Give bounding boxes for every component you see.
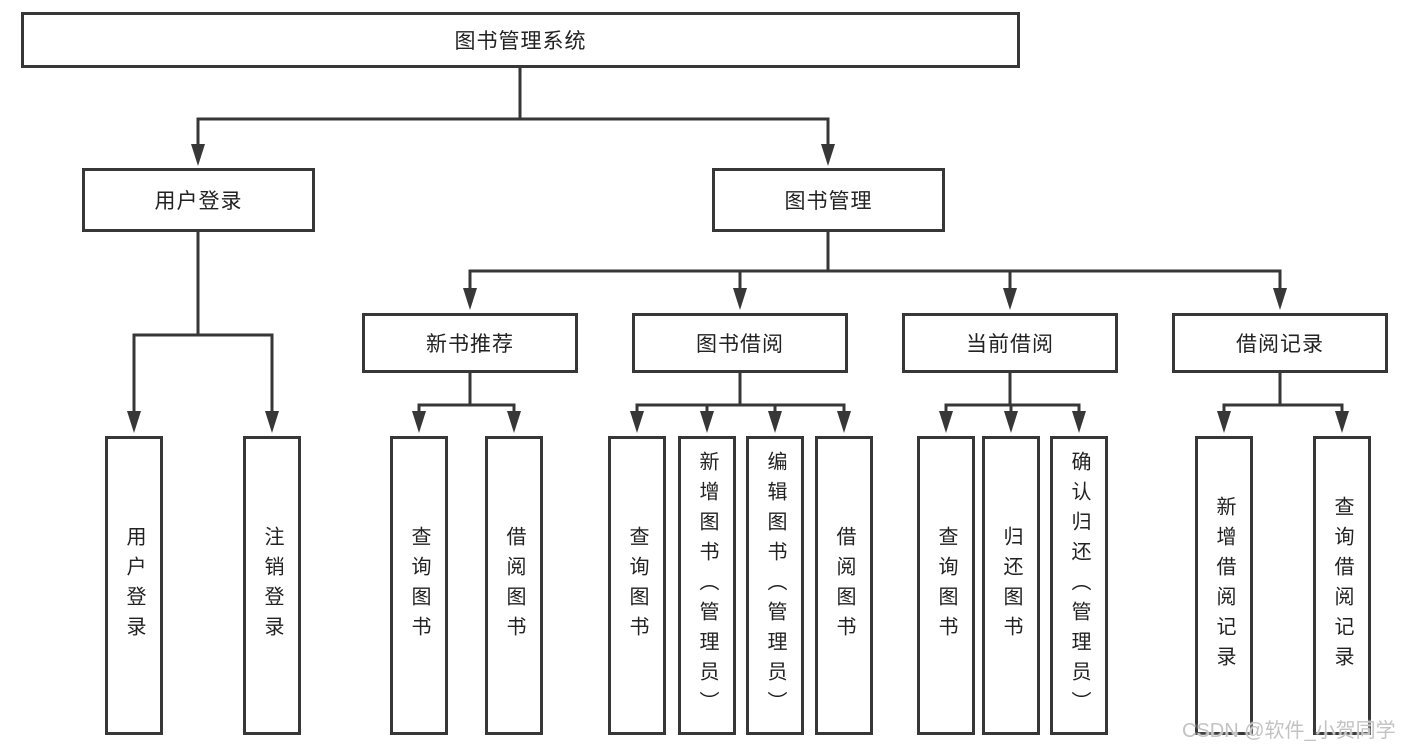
leaf-borrow-book-2-label: 借阅图书 [833, 525, 855, 646]
node-new-book-recommend: 新书推荐 [362, 313, 578, 373]
node-user-login-label: 用户登录 [154, 190, 243, 213]
csdn-watermark: CSDN @软件_小贺同学 [1182, 720, 1396, 742]
leaf-query-book-1: 查询图书 [390, 436, 448, 735]
node-user-login: 用户登录 [82, 168, 315, 232]
node-borrow-record-label: 借阅记录 [1236, 333, 1324, 356]
leaf-logout-label: 注销登录 [261, 525, 283, 646]
arrowheads [127, 144, 1349, 433]
leaf-logout: 注销登录 [243, 436, 301, 735]
leaf-return-book-label: 归还图书 [1000, 525, 1022, 646]
node-book-management-label: 图书管理 [784, 190, 873, 213]
leaf-return-book: 归还图书 [982, 436, 1040, 735]
node-current-borrow-label: 当前借阅 [966, 333, 1054, 356]
leaf-confirm-return-admin: 确认归还（管理员） [1050, 436, 1108, 735]
leaf-edit-book-admin-label: 编辑图书（管理员） [764, 450, 786, 721]
node-book-borrow-label: 图书借阅 [696, 333, 784, 356]
leaf-add-borrow-record: 新增借阅记录 [1195, 436, 1253, 735]
node-root-label: 图书管理系统 [454, 30, 587, 53]
node-current-borrow: 当前借阅 [902, 313, 1118, 373]
leaf-user-login-label: 用户登录 [123, 525, 145, 646]
leaf-query-borrow-record-label: 查询借阅记录 [1331, 495, 1353, 676]
leaf-query-book-3: 查询图书 [917, 436, 975, 735]
leaf-edit-book-admin: 编辑图书（管理员） [746, 436, 804, 735]
leaf-query-book-3-label: 查询图书 [935, 525, 957, 646]
node-new-book-recommend-label: 新书推荐 [426, 333, 514, 356]
node-root: 图书管理系统 [21, 12, 1020, 68]
leaf-add-book-admin-label: 新增图书（管理员） [696, 450, 718, 721]
leaf-query-book-1-label: 查询图书 [408, 525, 430, 646]
leaf-borrow-book-1: 借阅图书 [485, 436, 543, 735]
node-borrow-record: 借阅记录 [1172, 313, 1388, 373]
leaf-query-borrow-record: 查询借阅记录 [1313, 436, 1371, 735]
leaf-borrow-book-1-label: 借阅图书 [503, 525, 525, 646]
leaf-query-book-2: 查询图书 [608, 436, 666, 735]
leaf-borrow-book-2: 借阅图书 [815, 436, 873, 735]
leaf-confirm-return-admin-label: 确认归还（管理员） [1068, 450, 1090, 721]
leaf-query-book-2-label: 查询图书 [626, 525, 648, 646]
leaf-user-login: 用户登录 [105, 436, 163, 735]
node-book-borrow: 图书借阅 [632, 313, 848, 373]
leaf-add-book-admin: 新增图书（管理员） [678, 436, 736, 735]
node-book-management: 图书管理 [712, 168, 945, 232]
leaf-add-borrow-record-label: 新增借阅记录 [1213, 495, 1235, 676]
